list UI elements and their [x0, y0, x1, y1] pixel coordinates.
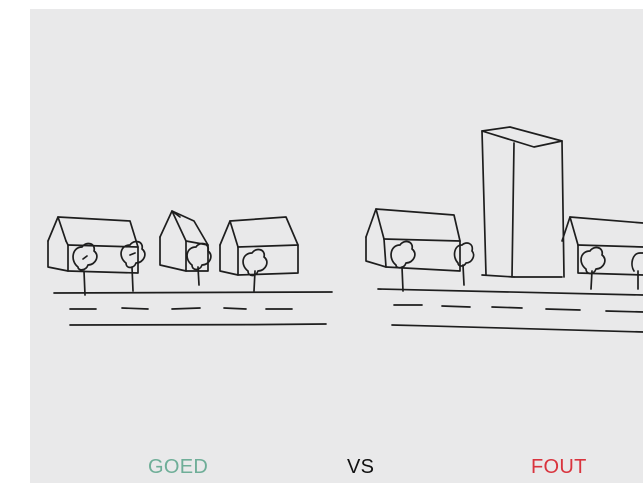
- good-label: GOED: [148, 455, 208, 479]
- house-sketch: [220, 217, 298, 275]
- house-sketch: [366, 209, 460, 271]
- tree-sketch: [391, 242, 415, 291]
- good-street-scene: [48, 211, 332, 325]
- tree-sketch: [581, 248, 605, 289]
- bad-label: FOUT: [531, 455, 587, 479]
- tree-sketch: [121, 242, 145, 291]
- tree-sketch: [243, 250, 267, 291]
- tower-sketch: [482, 127, 564, 277]
- house-sketch: [160, 211, 208, 271]
- illustration-panel: GOED VS FOUT: [30, 9, 643, 483]
- tree-sketch: [632, 253, 643, 289]
- street-sketch: [30, 9, 643, 483]
- versus-label: VS: [347, 455, 374, 479]
- tree-sketch: [73, 244, 97, 295]
- tree-sketch: [455, 243, 474, 285]
- bad-street-scene: [366, 127, 643, 332]
- road-sketch: [54, 292, 332, 325]
- road-sketch: [378, 289, 643, 332]
